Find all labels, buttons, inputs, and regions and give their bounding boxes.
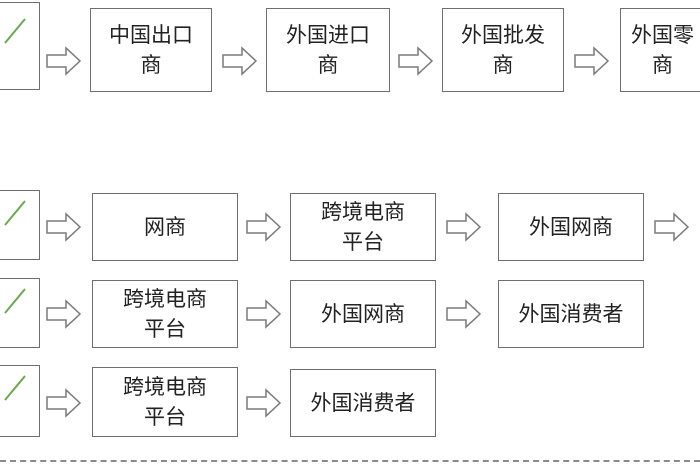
- node-foreign-importer: 外国进口 商: [266, 8, 390, 92]
- row3-lead-box: [0, 278, 40, 348]
- row2-lead-box: [0, 190, 40, 260]
- node-foreign-online-merchant: 外国网商: [290, 280, 436, 348]
- node-foreign-wholesaler: 外国批发 商: [442, 8, 564, 92]
- arrow-right-icon: [654, 212, 690, 242]
- arrow-right-icon: [398, 46, 434, 76]
- node-cross-border-platform: 跨境电商 平台: [92, 280, 238, 348]
- node-foreign-online-merchant: 外国网商: [498, 193, 644, 261]
- arrow-right-icon: [574, 46, 610, 76]
- arrow-right-icon: [46, 388, 82, 418]
- arrow-right-icon: [46, 299, 82, 329]
- node-online-merchant: 网商: [92, 193, 238, 261]
- arrow-right-icon: [446, 299, 482, 329]
- arrow-right-icon: [246, 299, 282, 329]
- checkmark-icon: [3, 374, 27, 402]
- checkmark-icon: [3, 287, 27, 315]
- row1-lead-box: [0, 2, 40, 90]
- arrow-right-icon: [446, 212, 482, 242]
- node-cross-border-platform: 跨境电商 平台: [92, 367, 238, 437]
- node-cross-border-platform: 跨境电商 平台: [290, 193, 436, 261]
- arrow-right-icon: [46, 46, 82, 76]
- arrow-right-icon: [46, 212, 82, 242]
- checkmark-icon: [3, 17, 27, 45]
- node-foreign-consumer: 外国消费者: [290, 369, 436, 437]
- checkmark-icon: [3, 199, 27, 227]
- arrow-right-icon: [222, 46, 258, 76]
- arrow-right-icon: [246, 212, 282, 242]
- node-china-exporter: 中国出口 商: [90, 8, 212, 92]
- arrow-right-icon: [246, 388, 282, 418]
- dashed-divider: [0, 460, 700, 462]
- node-foreign-consumer: 外国消费者: [498, 280, 644, 348]
- row4-lead-box: [0, 365, 40, 437]
- node-foreign-retailer: 外国零 商: [620, 8, 700, 92]
